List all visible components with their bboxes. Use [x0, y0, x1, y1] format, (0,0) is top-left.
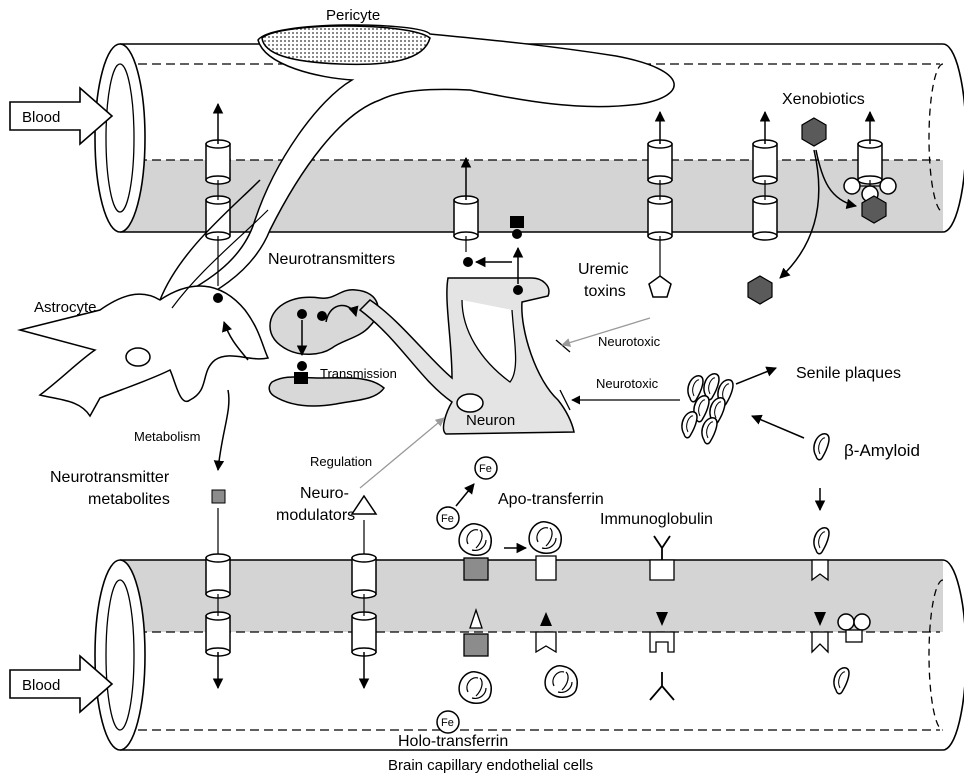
regulation: Regulation [310, 418, 444, 488]
neuron: Neuron [360, 216, 574, 434]
beta-amyloid-label: β-Amyloid [844, 441, 920, 460]
pericyte-label: Pericyte [326, 7, 380, 24]
beta-amyloid: β-Amyloid [814, 434, 920, 554]
uremic-toxins: Uremic toxins [578, 261, 671, 300]
modulators-label: modulators [276, 507, 355, 524]
metabolites-label: metabolites [88, 491, 170, 508]
xenobiotics-label: Xenobiotics [782, 91, 865, 108]
neurotransmitters-label: Neurotransmitters [268, 251, 395, 268]
blood-label-bottom: Blood [22, 677, 60, 694]
fe-holo-label: Fe [441, 717, 454, 729]
fe-apo-label: Fe [441, 513, 454, 525]
presynaptic-terminal [270, 290, 378, 355]
neuro-label: Neuro- [300, 485, 349, 502]
footer-label: Brain capillary endothelial cells [388, 757, 593, 774]
metabolism: Metabolism [134, 390, 229, 470]
holo-transferrin-label: Holo-transferrin [398, 733, 508, 750]
neurotoxic-label-1: Neurotoxic [598, 334, 661, 349]
toxins-label: toxins [584, 283, 626, 300]
neurotransmitter-metabolites: Neurotransmitter metabolites [50, 469, 225, 508]
uremic-label: Uremic [578, 261, 629, 278]
postsynaptic-terminal [269, 377, 384, 406]
metabolism-label: Metabolism [134, 429, 200, 444]
senile-plaques-cluster: Senile plaques [682, 365, 901, 444]
neurotoxic-label-2: Neurotoxic [596, 376, 659, 391]
xenobiotic-hexagon-3 [748, 276, 772, 304]
transmission-label: Transmission [320, 366, 397, 381]
senile-plaques-label: Senile plaques [796, 365, 901, 382]
neurotransmitter-label: Neurotransmitter [50, 469, 170, 486]
neuron-label: Neuron [466, 412, 515, 429]
apo-transferrin-label: Apo-transferrin [498, 491, 604, 508]
fe-free-label: Fe [479, 463, 492, 475]
neuromodulator-triangle [352, 496, 376, 514]
neurotoxic-effects: Neurotoxic Neurotoxic [562, 318, 680, 400]
uremic-toxin-pentagon [649, 276, 671, 297]
immunoglobulin-label: Immunoglobulin [600, 511, 713, 528]
astrocyte-label: Astrocyte [34, 299, 97, 316]
regulation-label: Regulation [310, 454, 372, 469]
neuromodulators: Neuro- modulators [276, 485, 376, 524]
blood-label-top: Blood [22, 109, 60, 126]
